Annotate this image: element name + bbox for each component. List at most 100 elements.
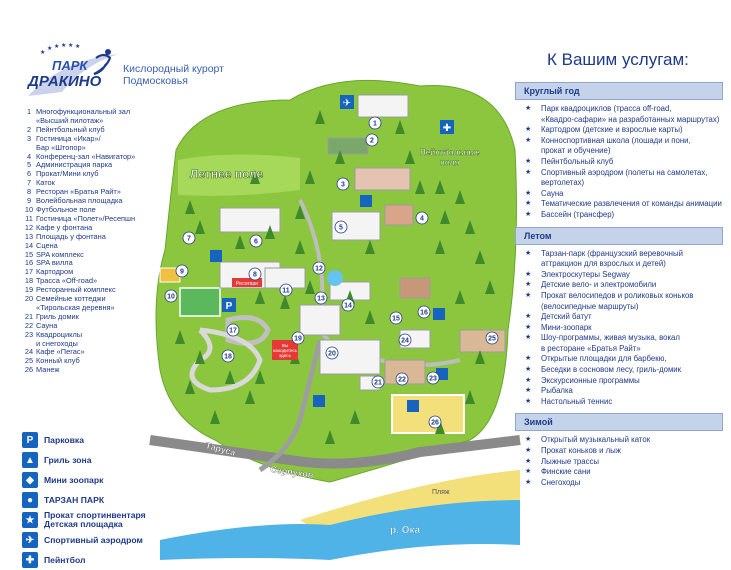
svg-text:★: ★ — [68, 42, 73, 49]
map-marker-dot — [226, 323, 240, 337]
map-marker-number: 13 — [317, 296, 325, 303]
trees — [175, 110, 495, 444]
legend-text: Площадь у фонтана — [36, 231, 106, 241]
legend-number: 1 — [26, 107, 32, 116]
legend-text: Бар «Штопор» — [36, 142, 86, 152]
you-are-here-line2: находитесь — [273, 348, 298, 353]
legend-number: 20 — [24, 294, 34, 304]
key-airfield: ✈ Спортивный аэродром — [22, 530, 172, 550]
legend-text: SPA вилла — [36, 258, 73, 268]
svg-text:★: ★ — [54, 43, 59, 50]
legend-number: 9 — [26, 196, 32, 206]
map-marker-dot — [249, 234, 263, 248]
summer-field-label: Летнее поле — [190, 167, 263, 181]
legend-number: 5 — [26, 160, 32, 170]
map-marker-dot — [398, 333, 412, 347]
map-marker-dot — [417, 305, 431, 319]
service-item: Парк квадроциклов (трасса off-road, — [515, 104, 723, 115]
building-19 — [299, 304, 341, 336]
legend-text: Футбольное поле — [36, 204, 96, 214]
kart-track — [225, 315, 271, 346]
legend-text: Ресторан «Братья Райт» — [36, 187, 121, 197]
tree — [315, 110, 325, 124]
service-item: Открытые площадки для барбекю, — [515, 354, 723, 365]
map-marker-number: 9 — [180, 269, 184, 276]
legend-number: 6 — [26, 169, 32, 179]
service-item: Финские сани — [515, 467, 723, 478]
map-marker-number: 22 — [398, 377, 406, 384]
key-label: Спортивный аэродром — [44, 535, 143, 545]
map-marker: 22 — [395, 372, 409, 386]
service-item: Лыжные трассы — [515, 457, 723, 468]
legend-text: Сауна — [36, 320, 58, 330]
map-marker-number: 19 — [294, 336, 302, 343]
map-marker-number: 20 — [328, 351, 336, 358]
tree — [195, 350, 205, 364]
service-item: Детские вело- и электромобили — [515, 280, 723, 291]
map-marker: 6 — [249, 234, 263, 248]
service-item: Картодром (детские и взрослые карты) — [515, 125, 723, 136]
map-marker-dot — [314, 291, 328, 305]
you-are-here-line1: Вы — [282, 343, 288, 348]
map-marker: 11 — [279, 283, 293, 297]
service-list: Открытый музыкальный катокПрокат коньков… — [515, 435, 723, 488]
tree — [435, 180, 445, 194]
legend-row: 2 Пейнтбольный клуб — [22, 124, 172, 135]
map-marker: 13 — [314, 291, 328, 305]
building-2 — [327, 137, 369, 155]
service-item: Конноспортивная школа (лошади и пони, — [515, 136, 723, 147]
map-marker-number: 2 — [370, 138, 374, 145]
parking-map-icon — [222, 298, 236, 312]
tree — [185, 200, 195, 214]
river — [160, 500, 520, 560]
legend-number: 2 — [26, 124, 32, 134]
summer-field — [178, 154, 300, 196]
map-marker-number: 12 — [315, 266, 323, 273]
airfield-icon: ✈ — [22, 532, 38, 548]
legend-row: 9 Волейбольная площадка — [22, 196, 172, 206]
zoo-map-icon-2 — [433, 308, 445, 320]
map-marker-number: 17 — [229, 328, 237, 335]
legend-text: Волейбольная площадка — [36, 196, 123, 206]
legend-text: Конференц-зал «Навигатор» — [36, 151, 136, 161]
legend-text: Пейнтбольный клуб — [36, 124, 105, 134]
legend-text: Гриль домик — [36, 311, 79, 321]
tree — [305, 170, 315, 184]
legend-text: Трасса «Off-road» — [36, 276, 98, 286]
map-marker-dot — [365, 133, 379, 147]
map-marker-dot — [164, 289, 178, 303]
tree — [305, 280, 315, 294]
key-label-line1: Гриль зона — [44, 454, 92, 465]
tree — [250, 170, 260, 184]
map-marker: 19 — [291, 331, 305, 345]
grill-map-icon-4 — [407, 400, 419, 412]
map-marker-dot — [485, 331, 499, 345]
map-marker: 14 — [341, 298, 355, 312]
legend-row: «Высший пилотаж» — [22, 116, 172, 126]
key-label: Парковка — [44, 435, 84, 445]
map-marker-number: 10 — [167, 294, 175, 301]
legend-number: 14 — [24, 240, 34, 250]
legend-number: 3 — [26, 133, 32, 143]
legend-text: и снегоходы — [36, 338, 78, 348]
key-grill: ▲Гриль зона — [22, 450, 172, 470]
map-marker-dot — [415, 211, 429, 225]
map-marker-number: 23 — [429, 376, 437, 383]
river-label: р. Ока — [390, 525, 420, 536]
zoo-icon: ◆ — [22, 472, 38, 488]
logo-swoosh — [28, 54, 118, 96]
airfield-map-icon-glyph: ✈ — [343, 98, 351, 109]
key-label-line1: Прокат спортинвентаря — [44, 510, 146, 520]
legend-row: «Тирольская деревня» — [22, 303, 172, 313]
